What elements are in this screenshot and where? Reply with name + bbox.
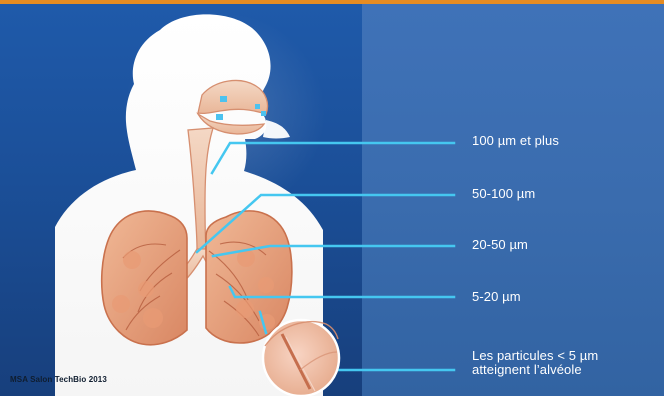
alveolus-icon xyxy=(263,320,339,396)
alveolus-caption: Les particules < 5 µm atteignent l’alvéo… xyxy=(472,349,647,378)
particle-size-label-20-50: 20-50 µm xyxy=(472,238,528,252)
particle-size-label-50-100: 50-100 µm xyxy=(472,187,535,201)
particle-size-label-100-plus: 100 µm et plus xyxy=(472,134,559,148)
alveolus-caption-line-2: atteignent l’alvéole xyxy=(472,363,647,377)
particle-size-label-5-20: 5-20 µm xyxy=(472,290,521,304)
credit-text: MSA Salon TechBio 2013 xyxy=(10,375,107,384)
alveolus-caption-line-1: Les particules < 5 µm xyxy=(472,349,647,363)
